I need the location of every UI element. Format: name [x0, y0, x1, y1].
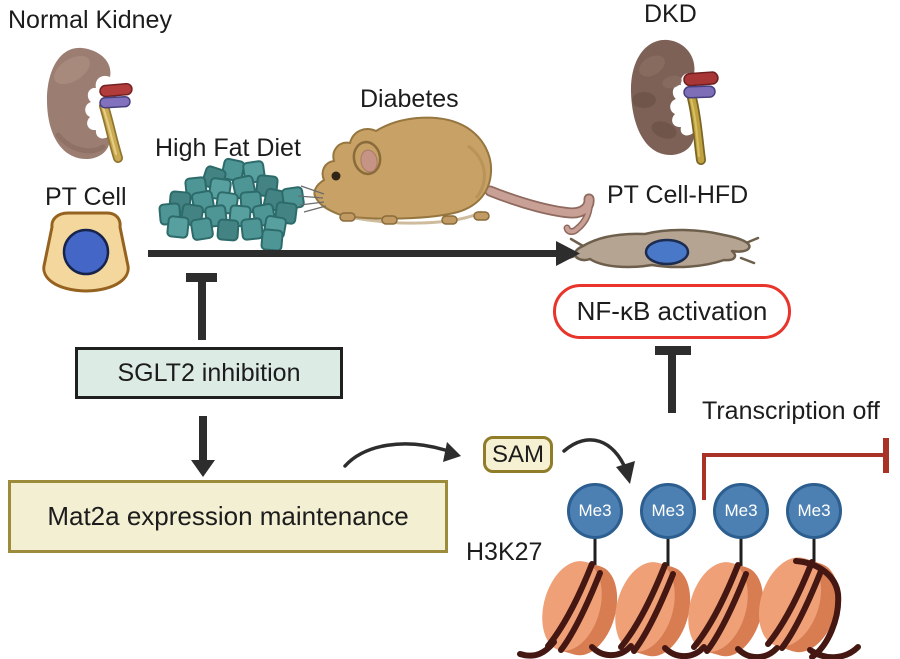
nucleosome	[542, 561, 618, 656]
nucleosome	[758, 557, 839, 653]
sam-label: SAM	[491, 440, 544, 468]
high-fat-diet-label: High Fat Diet	[155, 134, 301, 162]
nfkb-activation-label: NF-κB activation	[576, 296, 768, 326]
me3-label: Me3	[724, 501, 758, 520]
me3-label: Me3	[578, 501, 612, 520]
me3-label: Me3	[797, 501, 831, 520]
sam-box: SAM	[483, 436, 553, 473]
mat2a-expression-box: Mat2a expression maintenance	[8, 480, 448, 553]
sglt2-to-mat2a-arrow	[191, 416, 215, 477]
dna-linker	[517, 558, 861, 659]
pt-cell-hfd-icon	[563, 228, 760, 269]
me3-badge: Me3	[567, 483, 623, 539]
sglt2-inhibition-label: SGLT2 inhibition	[117, 358, 301, 387]
h3k27-label: H3K27	[466, 538, 543, 566]
mat2a-expression-label: Mat2a expression maintenance	[47, 501, 409, 531]
me3-badge: Me3	[786, 483, 842, 539]
pt-cell-hfd-label: PT Cell-HFD	[607, 181, 749, 209]
nfkb-inhibition-tbar	[655, 346, 691, 413]
normal-kidney-icon	[47, 47, 133, 163]
pt-cell-label: PT Cell	[45, 183, 127, 211]
sam-to-me3-arrow	[562, 438, 635, 484]
main-progression-arrow	[148, 241, 580, 266]
transcription-off-label: Transcription off	[702, 397, 880, 425]
transcription-off-inhibition-line	[702, 438, 889, 500]
nucleosome-chain	[517, 557, 861, 659]
dkd-kidney-icon	[630, 39, 719, 165]
mat2a-to-sam-arrow	[343, 442, 461, 468]
me3-badge: Me3	[713, 483, 769, 539]
sglt2-inhibition-box: SGLT2 inhibition	[75, 347, 343, 399]
me3-label: Me3	[651, 501, 685, 520]
nucleosome	[615, 562, 691, 657]
diabetes-label: Diabetes	[360, 85, 459, 113]
dkd-label: DKD	[644, 0, 697, 28]
pt-cell-icon	[42, 211, 130, 293]
hfd-pellets-icon	[158, 157, 305, 252]
nfkb-activation-pill: NF-κB activation	[553, 284, 791, 339]
sglt2-inhibition-tbar	[186, 273, 217, 340]
me3-badge: Me3	[640, 483, 696, 539]
nucleosome	[688, 562, 764, 657]
mouse-icon	[297, 116, 595, 235]
normal-kidney-label: Normal Kidney	[8, 6, 172, 34]
